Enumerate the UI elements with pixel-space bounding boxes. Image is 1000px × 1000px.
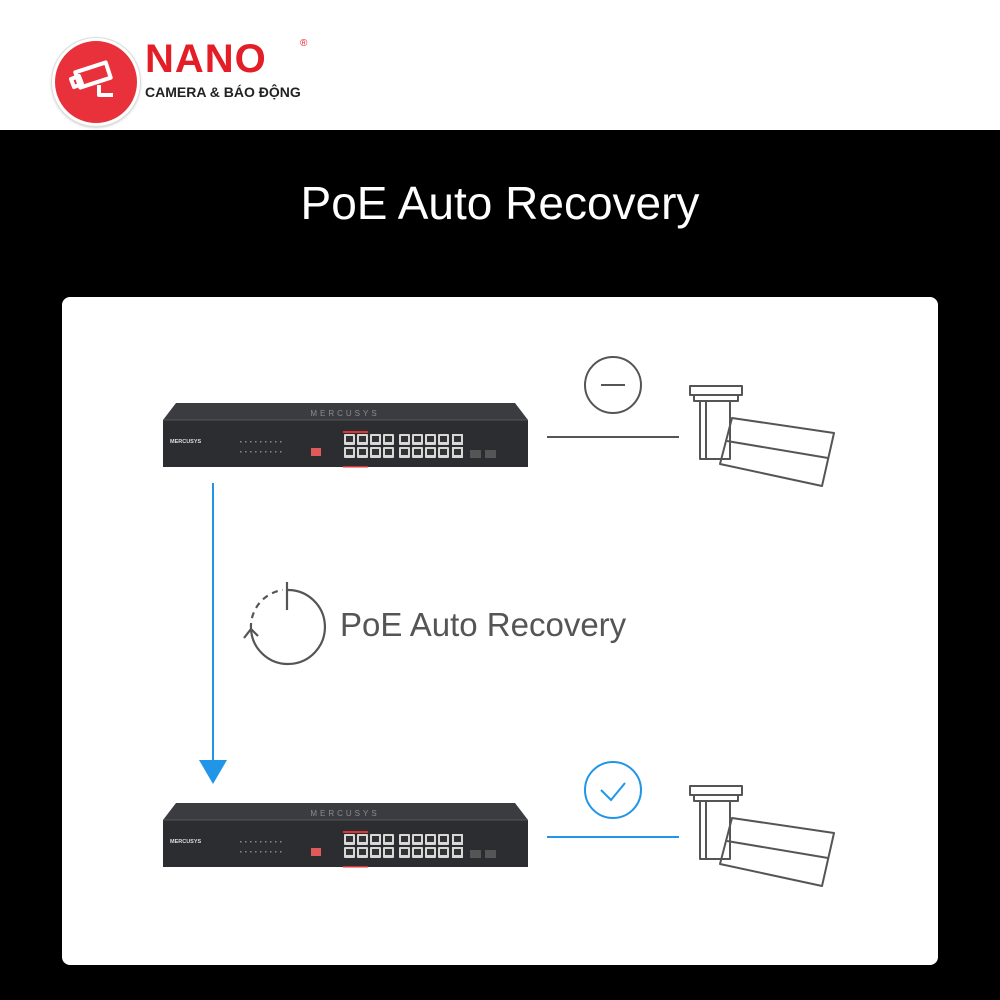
poe-switch-top: MERCUSYS MERCUSYS [163, 403, 528, 468]
tagline: CAMERA & BÁO ĐỘNG [145, 84, 301, 100]
bullet-camera-icon-top [689, 385, 835, 487]
dip-switch [311, 848, 321, 856]
switch-top-logo: MERCUSYS [310, 809, 379, 818]
check-circle-icon [584, 761, 642, 819]
header: NANO ® CAMERA & BÁO ĐỘNG [0, 0, 1000, 130]
switch-front-logo: MERCUSYS [170, 439, 202, 445]
page-title: PoE Auto Recovery [300, 177, 700, 229]
logo-camera-icon [52, 38, 140, 126]
dip-switch [311, 448, 321, 456]
brand-name: NANO [145, 37, 267, 81]
bullet-camera-icon-bottom [689, 785, 835, 887]
sfp-port [485, 850, 496, 858]
poe-switch-bottom: MERCUSYS MERCUSYS [163, 803, 528, 868]
sfp-port [470, 850, 481, 858]
switch-top-logo: MERCUSYS [310, 409, 379, 418]
feature-label: PoE Auto Recovery [340, 606, 627, 643]
sfp-port [470, 450, 481, 458]
sfp-port [485, 450, 496, 458]
arrow-down-icon [199, 760, 227, 784]
registered-mark: ® [300, 38, 308, 49]
switch-front-logo: MERCUSYS [170, 839, 202, 845]
recovery-cycle-icon [243, 582, 327, 666]
minus-circle-icon [584, 356, 642, 414]
